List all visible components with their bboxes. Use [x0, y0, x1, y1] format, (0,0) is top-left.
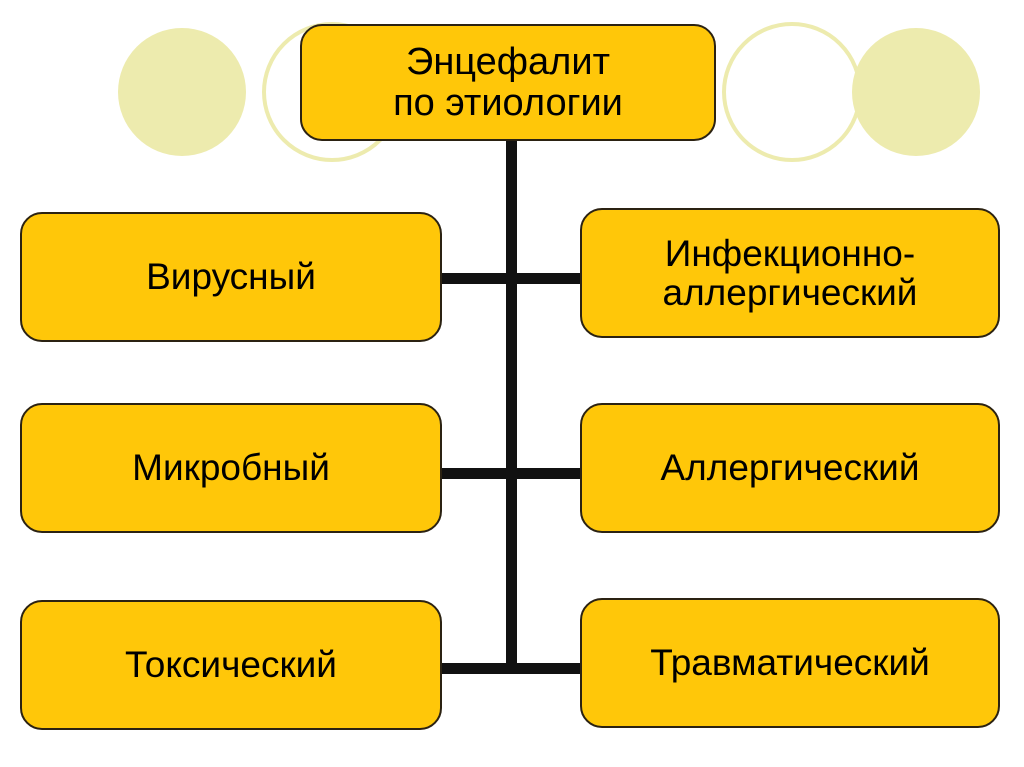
- circle-outline-right-icon: [722, 22, 862, 162]
- node-toksicheskij: Токсический: [20, 600, 442, 730]
- node-mikrobnyj-label: Микробный: [132, 447, 330, 489]
- connector-row-1-left: [430, 468, 510, 479]
- node-travmaticheskij-label: Травматический: [650, 642, 930, 684]
- circle-filled-right-icon: [852, 28, 980, 156]
- node-mikrobnyj: Микробный: [20, 403, 442, 533]
- root-node-label: Энцефалит по этиологии: [393, 41, 623, 124]
- node-allergicheskij: Аллергический: [580, 403, 1000, 533]
- node-allergicheskij-label: Аллергический: [660, 447, 920, 489]
- node-virusnyj: Вирусный: [20, 212, 442, 342]
- connector-trunk-vertical: [506, 138, 517, 668]
- connector-row-1-right: [510, 468, 590, 479]
- node-travmaticheskij: Травматический: [580, 598, 1000, 728]
- connector-row-0-right: [510, 273, 590, 284]
- connector-row-2-right: [510, 663, 590, 674]
- connector-row-0-left: [430, 273, 510, 284]
- circle-filled-left-icon: [118, 28, 246, 156]
- node-toksicheskij-label: Токсический: [125, 644, 337, 686]
- node-virusnyj-label: Вирусный: [146, 256, 316, 298]
- node-infekcionno-allergicheskij-label: Инфекционно- аллергический: [662, 232, 918, 313]
- root-node: Энцефалит по этиологии: [300, 24, 716, 141]
- connector-row-2-left: [430, 663, 510, 674]
- node-infekcionno-allergicheskij: Инфекционно- аллергический: [580, 208, 1000, 338]
